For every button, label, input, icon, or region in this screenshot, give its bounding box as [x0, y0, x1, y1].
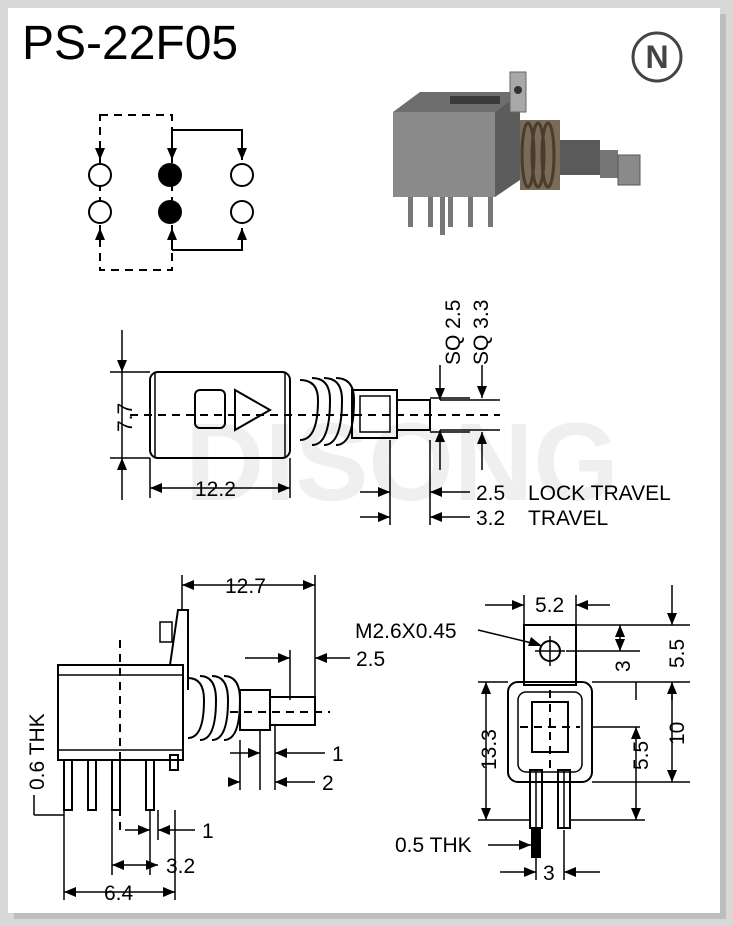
sq-small-label: SQ 2.5	[442, 300, 465, 365]
dim-thk-end: 0.5 THK	[395, 834, 531, 857]
watermark-text: DISONG	[185, 401, 619, 524]
dim-5-2: 5.2	[485, 594, 610, 625]
dim-12-7-value: 12.7	[225, 575, 266, 598]
dim-3-bottom: 3	[500, 830, 600, 885]
dim-13-3: 13.3	[478, 681, 530, 821]
product-photo	[393, 71, 641, 235]
dim-1-2-front: 1 2	[228, 725, 344, 795]
travel-label: TRAVEL	[528, 507, 608, 530]
dim-height-side: 7.7	[110, 330, 150, 500]
dim-thk-front: 0.6 THK	[26, 713, 64, 816]
end-view-drawing	[507, 624, 593, 858]
dim-height-value: 7.7	[114, 403, 137, 432]
lock-travel-value: 2.5	[476, 482, 505, 505]
dim-5-5-mid-value: 5.5	[630, 741, 653, 770]
dim-2-5-front-value: 2.5	[356, 648, 385, 671]
dim-2-5-front: 2.5	[245, 648, 385, 700]
side-view-drawing	[130, 371, 500, 459]
dim-13-3-value: 13.3	[478, 729, 501, 770]
dim-1-right-value: 1	[332, 743, 344, 766]
part-number-title: PS-22F05	[22, 17, 239, 70]
dim-bottom-front: 1 3.2 6.4	[63, 810, 214, 905]
dim-12-7: 12.7	[181, 575, 316, 700]
dim-10-value: 10	[666, 722, 689, 745]
logo-letter: N	[645, 39, 668, 75]
dim-5-2-value: 5.2	[535, 594, 564, 617]
dim-6-4-value: 6.4	[104, 882, 134, 905]
dim-1-bottom-value: 1	[202, 820, 214, 843]
travel-value: 3.2	[476, 507, 505, 530]
dim-travel-side: 2.5 LOCK TRAVEL 3.2 TRAVEL	[360, 440, 671, 530]
dim-3-2-value: 3.2	[166, 855, 195, 878]
dim-3-value: 3	[612, 660, 635, 672]
thread-label: M2.6X0.45	[355, 620, 457, 643]
lock-travel-label: LOCK TRAVEL	[528, 482, 671, 505]
dim-right-end: 5.5 3 10 5.5	[566, 585, 690, 821]
dim-thread: M2.6X0.45	[355, 620, 542, 646]
dim-length-value: 12.2	[195, 478, 236, 501]
dim-5-5-top-value: 5.5	[666, 639, 689, 668]
front-view-drawing	[57, 609, 330, 830]
dim-thk-end-value: 0.5 THK	[395, 834, 472, 857]
switch-schematic	[88, 114, 254, 271]
sq-large-label: SQ 3.3	[470, 300, 493, 365]
dim-2-value: 2	[322, 772, 334, 795]
dim-length-side: 12.2	[149, 458, 291, 501]
dim-sq-side: SQ 2.5 SQ 3.3	[435, 300, 493, 470]
dim-3-bottom-value: 3	[543, 862, 555, 885]
dim-thk-front-value: 0.6 THK	[26, 713, 49, 790]
brand-logo-icon: N	[631, 31, 683, 83]
